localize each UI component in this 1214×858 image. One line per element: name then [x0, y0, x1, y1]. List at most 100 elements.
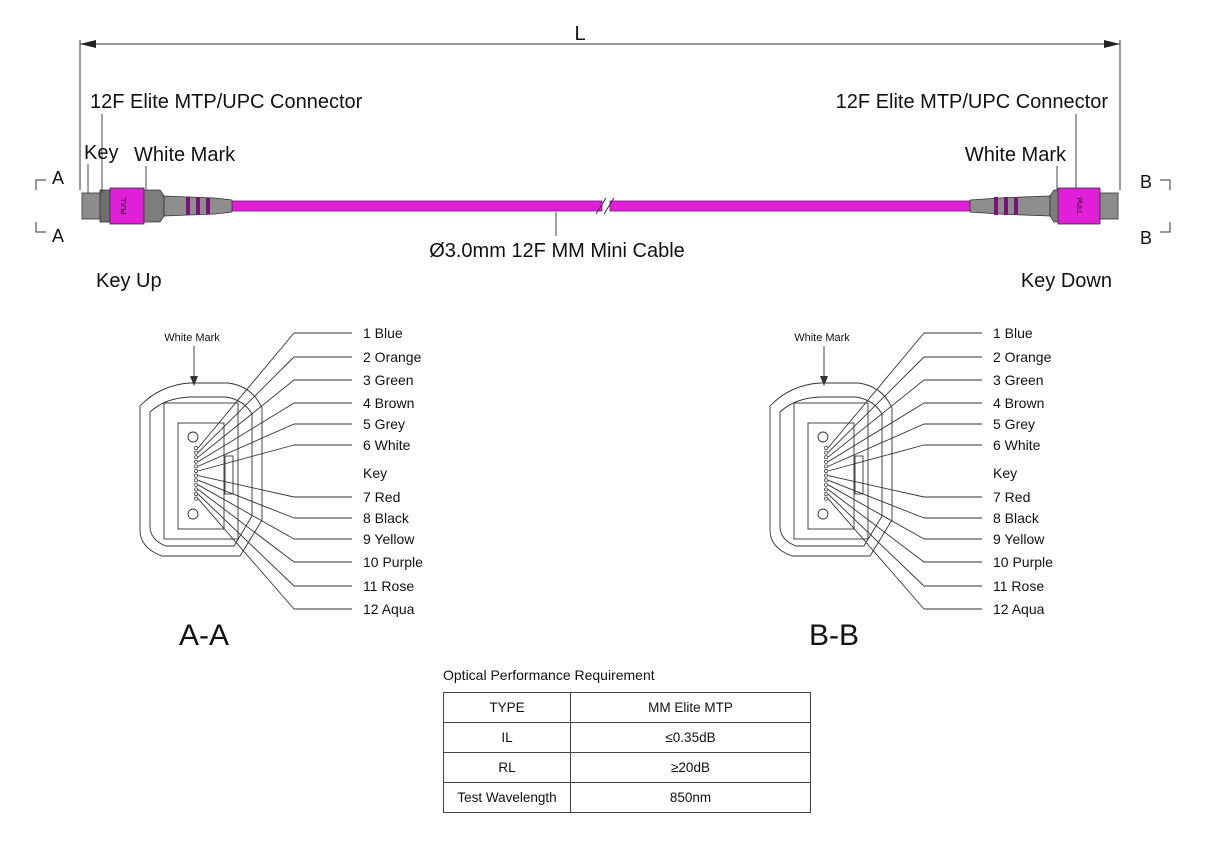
key-tab	[224, 455, 234, 495]
fiber-position	[194, 492, 198, 496]
section-view-a-a: White Mark 1 Blue 2 Orange 3 Green 4 Brown 5 …	[139, 325, 423, 652]
fiber-position	[824, 492, 828, 496]
fiber-position	[194, 450, 198, 455]
left-section-bottom-label: A	[52, 226, 64, 246]
fiber-label: 11 Rose	[993, 578, 1044, 594]
table-cell: 850nm	[570, 782, 811, 813]
fiber-label: 10 Purple	[993, 554, 1053, 570]
fiber-label: 11 Rose	[363, 578, 414, 594]
length-dimension: L	[79, 23, 1121, 190]
fiber-position	[824, 478, 828, 483]
performance-title: Optical Performance Requirement	[443, 667, 655, 683]
fiber-label: 9 Yellow	[363, 531, 415, 547]
fiber-position	[824, 487, 828, 492]
inner-frame	[163, 402, 239, 540]
key-label: Key	[363, 465, 387, 481]
table-cell: Test Wavelength	[443, 782, 571, 813]
table-row: IL ≤0.35dB	[443, 722, 811, 753]
fiber-label: 3 Green	[993, 372, 1044, 388]
fiber-label: 12 Aqua	[993, 601, 1045, 617]
fiber-position	[824, 496, 828, 501]
fiber-label: 12 Aqua	[363, 601, 415, 617]
table-row: Test Wavelength 850nm	[443, 782, 811, 813]
fiber-position	[194, 469, 198, 473]
left-connector-label: 12F Elite MTP/UPC Connector	[90, 91, 363, 113]
fiber-label: 7 Red	[363, 489, 400, 505]
fiber-label: 3 Green	[363, 372, 414, 388]
fiber-label: 8 Black	[363, 510, 410, 526]
cable: Ø3.0mm 12F MM Mini Cable	[231, 197, 971, 262]
fiber-label: 1 Blue	[993, 325, 1033, 341]
key-tab	[854, 455, 864, 495]
fiber-label: 7 Red	[993, 489, 1030, 505]
length-label: L	[574, 23, 585, 45]
fiber-label: 5 Grey	[363, 416, 405, 432]
fiber-position	[194, 496, 198, 501]
fiber-label: 5 Grey	[993, 416, 1035, 432]
left-key-label: Key	[84, 142, 118, 164]
right-section-bottom-label: B	[1140, 228, 1152, 248]
fiber-label: 4 Brown	[363, 395, 414, 411]
fiber-label: 10 Purple	[363, 554, 423, 570]
fiber-label: 9 Yellow	[993, 531, 1045, 547]
table-cell: IL	[443, 722, 571, 753]
fiber-position	[824, 464, 828, 469]
key-label: Key	[993, 465, 1017, 481]
right-connector-housing	[1057, 187, 1101, 225]
table-row: RL ≥20dB	[443, 752, 811, 783]
guide-pin-hole	[817, 508, 829, 520]
left-orientation-label: Key Up	[96, 270, 162, 292]
right-orientation-label: Key Down	[1021, 270, 1112, 292]
guide-pin-hole	[187, 508, 199, 520]
fiber-position	[194, 446, 198, 450]
cable-right-segment	[609, 200, 971, 212]
cable-left-segment	[231, 200, 603, 212]
fiber-label: 1 Blue	[363, 325, 403, 341]
fiber-position	[824, 455, 828, 460]
performance-table: TYPE MM Elite MTP IL ≤0.35dB RL ≥20dB Te…	[443, 692, 811, 813]
right-connector-ferrule	[1099, 192, 1119, 220]
ferrule-face	[177, 422, 225, 530]
left-connector-collar	[143, 189, 165, 223]
fiber-label: 4 Brown	[993, 395, 1044, 411]
right-section-top-label: B	[1140, 172, 1152, 192]
fiber-position	[194, 455, 198, 460]
fiber-position	[194, 487, 198, 492]
fiber-position	[824, 473, 828, 478]
right-connector-boot	[969, 195, 1051, 217]
table-cell: ≤0.35dB	[570, 722, 811, 753]
fiber-position	[194, 473, 198, 478]
left-connector-housing-grey	[99, 189, 111, 223]
left-white-mark-label: White Mark	[134, 144, 236, 166]
guide-pin-hole	[817, 431, 829, 443]
table-cell: ≥20dB	[570, 752, 811, 783]
guide-pin-hole	[187, 431, 199, 443]
fiber-position	[824, 469, 828, 473]
section-title: B-B	[809, 619, 859, 652]
fiber-label: 2 Orange	[993, 349, 1052, 365]
fiber-position	[194, 482, 198, 487]
fiber-position	[824, 446, 828, 450]
right-boot-text: PULL	[1075, 197, 1082, 215]
cable-break-symbol	[595, 197, 615, 215]
table-cell: MM Elite MTP	[570, 692, 811, 723]
white-mark-label: White Mark	[164, 332, 220, 344]
fiber-position	[194, 464, 198, 469]
right-connector-label: 12F Elite MTP/UPC Connector	[836, 91, 1109, 113]
section-title: A-A	[179, 619, 229, 652]
fiber-position	[824, 459, 828, 464]
fiber-label: 8 Black	[993, 510, 1040, 526]
fiber-label: 2 Orange	[363, 349, 422, 365]
ferrule-face	[807, 422, 855, 530]
right-connector: PULL B B 12F Elite MTP/UPC Connector Whi…	[836, 91, 1171, 292]
white-mark-label: White Mark	[794, 332, 850, 344]
cable-label: Ø3.0mm 12F MM Mini Cable	[429, 240, 685, 262]
left-connector-ferrule	[81, 192, 103, 220]
table-cell: RL	[443, 752, 571, 783]
fiber-position	[824, 450, 828, 455]
left-connector: PULL A A 12F Elite MTP/UPC Connector Key…	[35, 91, 363, 292]
right-white-mark-label: White Mark	[965, 144, 1067, 166]
table-cell: TYPE	[443, 692, 571, 723]
left-section-top-label: A	[52, 168, 64, 188]
